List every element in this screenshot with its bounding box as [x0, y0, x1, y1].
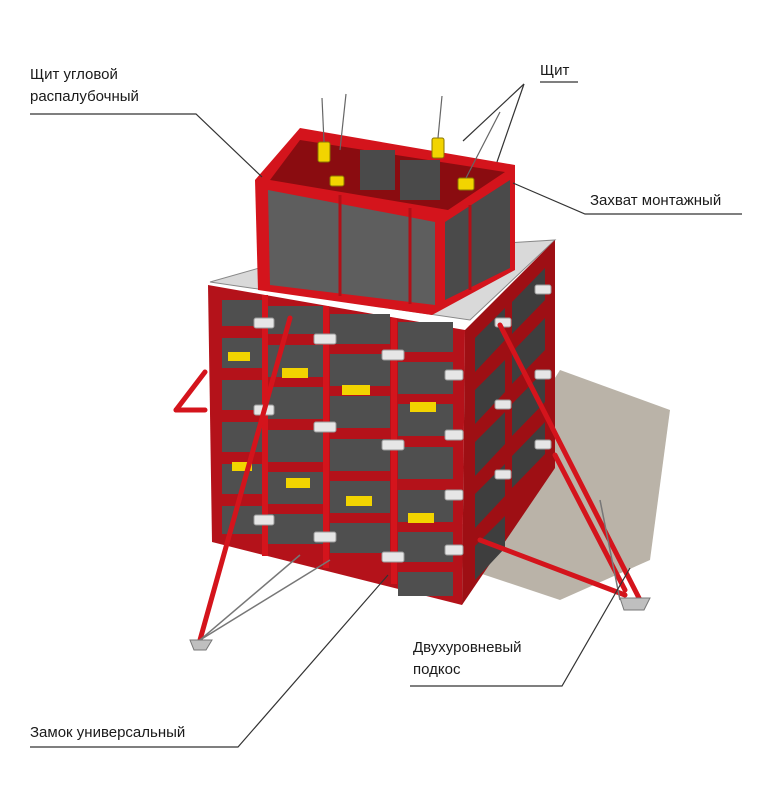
leader-universal-lock: [30, 574, 389, 748]
label-corner-panel: Щит угловой распалубочный: [30, 66, 139, 105]
braces: [173, 315, 643, 643]
lower-column-side-face: [444, 240, 555, 605]
leader-panel-b: [496, 83, 525, 163]
leader-two-level-brace: [410, 567, 631, 687]
label-lifting-clamp: Захват монтажный: [590, 192, 722, 209]
label-two-level-brace: Двухуровневый подкос: [413, 639, 522, 678]
leader-lifting-clamp: [512, 182, 742, 215]
leader-panel-a: [462, 83, 525, 142]
leader-lines: [30, 81, 742, 748]
brace-ties: [199, 499, 621, 641]
upper-corner-box: [255, 93, 515, 315]
label-universal-lock: Замок универсальный: [30, 724, 186, 741]
brace-feet: [189, 597, 651, 651]
lower-column-front-face: [208, 285, 465, 605]
leader-corner-panel: [30, 113, 263, 178]
label-panel: Щит: [540, 62, 570, 79]
